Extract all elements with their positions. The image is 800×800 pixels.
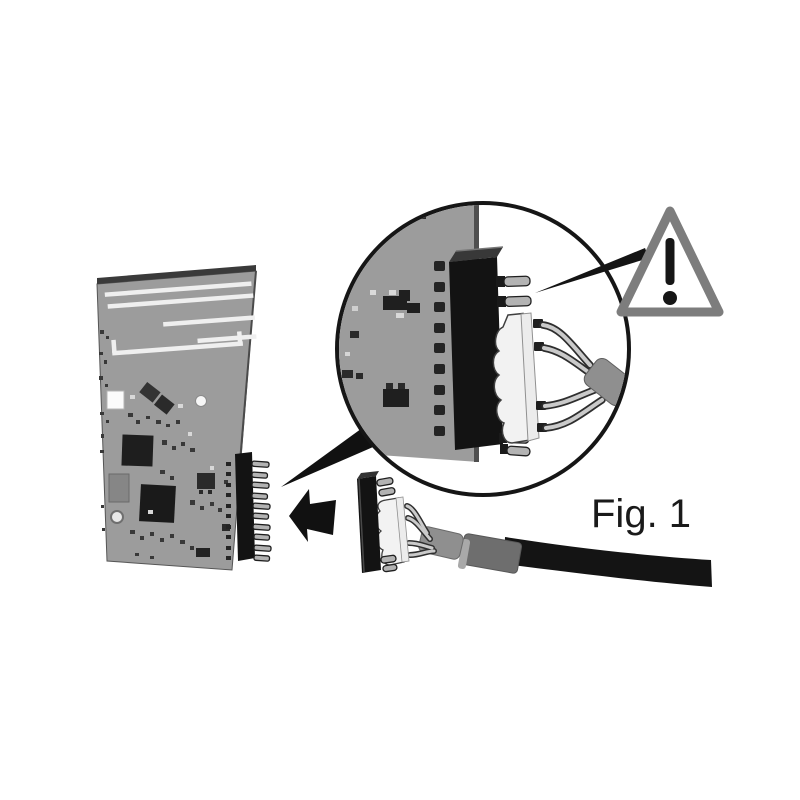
magnifier-contents (339, 205, 627, 462)
connector-wires (404, 503, 437, 558)
cable (504, 537, 712, 587)
inset-connector-housing (492, 312, 531, 444)
mounting-hole (195, 395, 207, 407)
gray-component (108, 473, 130, 503)
connector-flange (395, 496, 410, 563)
figure-label: Fig. 1 (591, 492, 691, 536)
warning-triangle-exclamation-icon (616, 206, 724, 317)
insert-arrow-icon (289, 489, 336, 542)
exclamation-dot (663, 291, 677, 305)
smd-chip (139, 381, 161, 403)
small-ic (197, 473, 215, 489)
warning-pointer-line (535, 248, 649, 293)
inset-header-body (449, 257, 503, 450)
board-components (106, 381, 230, 557)
smd-chip (154, 394, 175, 415)
smd-components (99, 330, 228, 559)
antenna-trace (104, 281, 257, 356)
connector-body (357, 476, 381, 573)
white-component (106, 390, 125, 410)
inset-solder-pads (434, 261, 445, 436)
exclamation-bar (665, 238, 675, 285)
mounting-hole (110, 510, 124, 524)
header-pins (251, 460, 272, 562)
callout-wedge (281, 426, 380, 487)
circuit-board (96, 265, 272, 571)
pcb-right-edge (239, 270, 257, 463)
connector-top-face (357, 471, 379, 479)
ic-chip (139, 484, 176, 523)
pin-header (226, 452, 272, 562)
header-solder-pads (226, 462, 231, 560)
connector-pins (376, 477, 398, 573)
header-body (235, 452, 255, 561)
magnifier-inset (335, 201, 631, 497)
sleeve-highlight (457, 539, 471, 569)
inset-exposed-pins-top (496, 275, 532, 308)
ic-chip (121, 434, 154, 467)
smd-chip (196, 548, 210, 557)
inset-connector-flange (520, 312, 540, 442)
cable-connector (357, 471, 712, 587)
pcb-top-edge (97, 265, 256, 284)
